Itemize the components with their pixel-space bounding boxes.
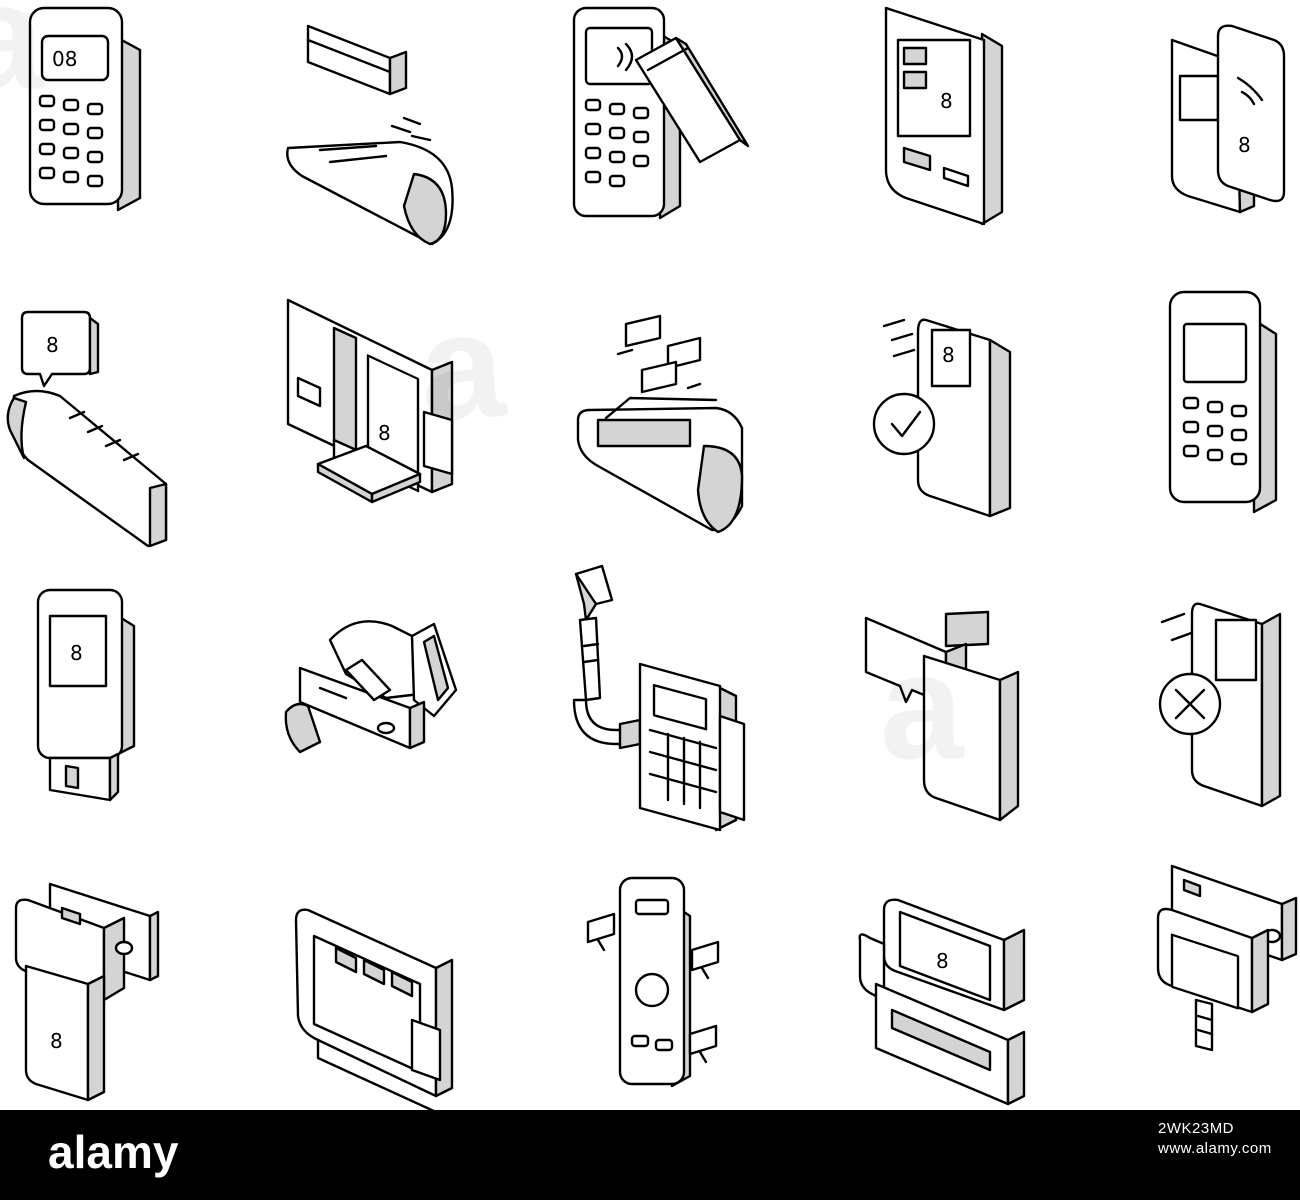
svg-text:8: 8 (940, 89, 953, 113)
approved-payment-phone-icon: 8 (872, 318, 1012, 518)
tablet-pos-icon (294, 908, 454, 1110)
svg-text:8: 8 (378, 421, 391, 445)
icon-grid: 08 8 (6, 6, 1298, 1110)
pos-monitor-icon: 8 (286, 298, 454, 504)
receipt-printer-icon: 8 (858, 898, 1026, 1106)
card-swipe-reader-icon (286, 24, 454, 246)
reader-money-flying-icon (576, 314, 744, 534)
card-dongle-icon: 8 (36, 588, 136, 802)
svg-text:8: 8 (1238, 133, 1251, 157)
svg-text:08: 08 (52, 47, 77, 71)
svg-text:8: 8 (70, 641, 83, 665)
keypad-terminal-icon: 08 (28, 6, 142, 212)
declined-payment-phone-icon (1158, 602, 1282, 808)
terminal-dollar-bubble-icon: 8 (6, 310, 168, 548)
remote-money-icon (586, 876, 720, 1088)
image-id: 2WK23MD (1158, 1120, 1235, 1137)
svg-text:8: 8 (50, 1029, 63, 1053)
payment-kiosk-icon: 8 (884, 6, 1004, 226)
card-insert-terminal-icon: 8 (14, 882, 160, 1102)
phone-chat-bubble-icon (864, 610, 1020, 822)
alamy-logo[interactable]: alamy (48, 1128, 218, 1182)
handheld-terminal-icon (1168, 290, 1278, 514)
card-reader-cable-icon (572, 564, 746, 832)
contactless-card-keypad-icon (572, 6, 750, 220)
nfc-phone-terminal-icon: 8 (1170, 24, 1286, 214)
icon-sheet: 08 8 (6, 6, 1298, 1110)
footer-bar: alamy 2WK23MD www.alamy.com (0, 1110, 1300, 1200)
site-url[interactable]: www.alamy.com (1158, 1140, 1272, 1157)
svg-text:8: 8 (942, 343, 955, 367)
logo-wordmark: alamy (48, 1128, 179, 1178)
svg-text:8: 8 (46, 333, 59, 357)
card-reader-plug-icon (1156, 864, 1298, 1052)
alamy-logo-mark: alamy (48, 1128, 179, 1178)
svg-text:8: 8 (936, 949, 949, 973)
hand-inserting-card-icon (284, 620, 458, 754)
